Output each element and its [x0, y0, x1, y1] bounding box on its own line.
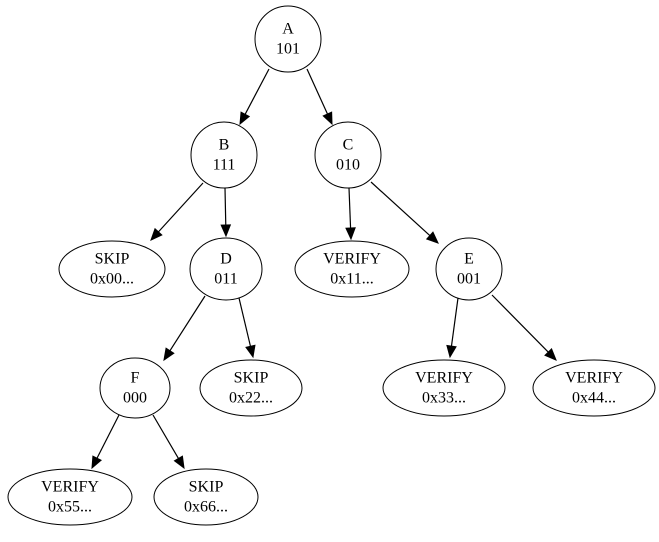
- edge-line: [152, 414, 180, 461]
- edge-e-to-verify44: [491, 294, 557, 361]
- node-shape-circle[interactable]: [314, 121, 382, 189]
- node-a[interactable]: A 101: [254, 5, 322, 73]
- edge-b-to-skip00: [150, 182, 204, 241]
- node-label-secondary: 101: [276, 41, 300, 58]
- node-shape-ellipse[interactable]: [382, 359, 506, 417]
- node-d[interactable]: D 011: [189, 237, 263, 301]
- node-label-secondary: 0x44...: [572, 390, 616, 407]
- edge-c-to-e: [370, 181, 439, 244]
- node-label-primary: E: [464, 251, 474, 268]
- node-label-primary: D: [220, 251, 232, 268]
- edge-a-to-c: [306, 68, 333, 126]
- edge-line: [491, 294, 551, 355]
- node-label-primary: F: [131, 370, 140, 387]
- edge-line: [243, 68, 270, 117]
- node-shape-circle[interactable]: [99, 357, 171, 419]
- node-label-secondary: 0x55...: [48, 499, 92, 516]
- node-shape-ellipse[interactable]: [294, 240, 410, 298]
- edge-line: [348, 187, 352, 231]
- edge-line: [95, 414, 120, 461]
- arrowhead-icon: [173, 455, 185, 470]
- arrowhead-icon: [220, 224, 232, 238]
- edge-d-to-skip22: [238, 297, 256, 359]
- node-shape-ellipse[interactable]: [7, 468, 133, 526]
- edge-line: [168, 295, 206, 353]
- node-shape-circle[interactable]: [190, 121, 258, 189]
- node-label-primary: A: [282, 21, 294, 38]
- arrowhead-icon: [544, 348, 557, 361]
- node-e[interactable]: E 001: [435, 237, 503, 301]
- node-label-secondary: 011: [214, 271, 237, 288]
- arrowhead-icon: [245, 344, 256, 359]
- edge-line: [306, 68, 329, 117]
- node-shape-circle[interactable]: [435, 237, 503, 301]
- node-label-secondary: 001: [457, 271, 481, 288]
- node-label-primary: VERIFY: [565, 370, 623, 387]
- node-shape-ellipse[interactable]: [58, 240, 166, 298]
- edge-c-to-verify11: [345, 187, 356, 241]
- node-label-secondary: 111: [213, 157, 236, 174]
- arrowhead-icon: [163, 347, 175, 362]
- node-shape-ellipse[interactable]: [153, 468, 259, 526]
- arrowhead-icon: [322, 111, 333, 126]
- node-verify11[interactable]: VERIFY 0x11...: [294, 240, 410, 298]
- node-shape-ellipse[interactable]: [532, 359, 656, 417]
- edge-f-to-skip66: [152, 414, 185, 470]
- edge-d-to-f: [163, 295, 206, 362]
- node-label-primary: C: [343, 137, 354, 154]
- edge-f-to-verify55: [91, 414, 120, 470]
- edge-b-to-d: [220, 187, 232, 238]
- node-verify44[interactable]: VERIFY 0x44...: [532, 359, 656, 417]
- edge-line: [156, 182, 204, 234]
- edge-line: [238, 297, 252, 349]
- edge-line: [224, 187, 227, 228]
- node-label-primary: VERIFY: [323, 251, 381, 268]
- node-label-primary: SKIP: [234, 370, 269, 387]
- node-verify55[interactable]: VERIFY 0x55...: [7, 468, 133, 526]
- node-skip00[interactable]: SKIP 0x00...: [58, 240, 166, 298]
- node-verify33[interactable]: VERIFY 0x33...: [382, 359, 506, 417]
- arrowhead-icon: [91, 455, 102, 470]
- edge-a-to-b: [239, 68, 270, 126]
- node-shape-circle[interactable]: [189, 237, 263, 301]
- node-label-secondary: 0x22...: [229, 390, 273, 407]
- arrowhead-icon: [239, 111, 251, 126]
- node-label-secondary: 010: [336, 157, 360, 174]
- arrowhead-icon: [150, 227, 163, 241]
- node-shape-ellipse[interactable]: [199, 359, 303, 417]
- edge-line: [450, 297, 459, 349]
- node-label-secondary: 0x11...: [330, 271, 373, 288]
- nodes-layer: A101B111C010SKIP0x00...D011VERIFY0x11...…: [7, 5, 656, 526]
- node-label-secondary: 0x00...: [90, 271, 134, 288]
- node-label-secondary: 0x33...: [422, 390, 466, 407]
- node-skip66[interactable]: SKIP 0x66...: [153, 468, 259, 526]
- node-skip22[interactable]: SKIP 0x22...: [199, 359, 303, 417]
- node-label-primary: B: [219, 137, 230, 154]
- node-label-primary: SKIP: [95, 251, 130, 268]
- node-label-secondary: 0x66...: [184, 499, 228, 516]
- node-label-primary: VERIFY: [41, 479, 99, 496]
- arrowhead-icon: [345, 227, 356, 241]
- edges-layer: [91, 68, 557, 470]
- node-b[interactable]: B 111: [190, 121, 258, 189]
- node-shape-circle[interactable]: [254, 5, 322, 73]
- node-label-primary: VERIFY: [415, 370, 473, 387]
- edge-line: [370, 181, 432, 238]
- arrowhead-icon: [446, 344, 457, 359]
- edge-e-to-verify33: [446, 297, 459, 359]
- node-f[interactable]: F 000: [99, 357, 171, 419]
- arrowhead-icon: [425, 231, 439, 244]
- node-c[interactable]: C 010: [314, 121, 382, 189]
- node-label-primary: SKIP: [189, 479, 224, 496]
- node-label-secondary: 000: [123, 390, 147, 407]
